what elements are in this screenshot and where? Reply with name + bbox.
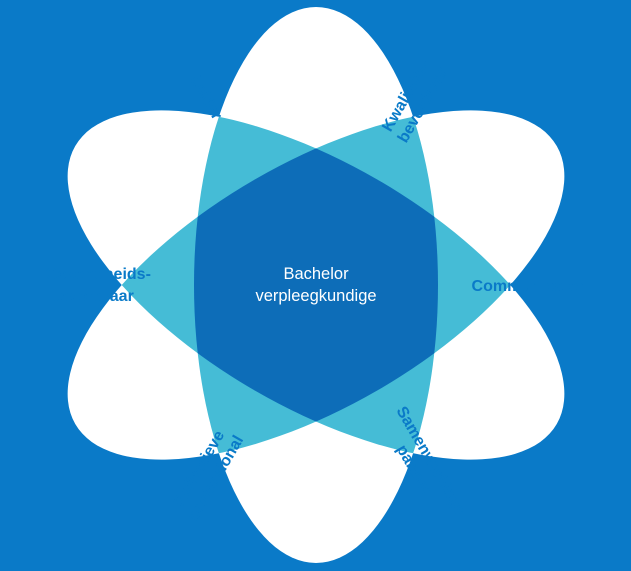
center-title-line2: verpleegkundige — [255, 287, 376, 305]
center-region-group — [194, 110, 438, 460]
role-gezondheid-label-line2: bevordraar — [50, 288, 134, 305]
role-communicator-label: Communicator — [472, 278, 585, 295]
center-region — [194, 110, 438, 460]
center-title-line1: Bachelor — [283, 265, 349, 283]
role-gezondheid-label-line1: Gezondheids- — [45, 266, 151, 283]
